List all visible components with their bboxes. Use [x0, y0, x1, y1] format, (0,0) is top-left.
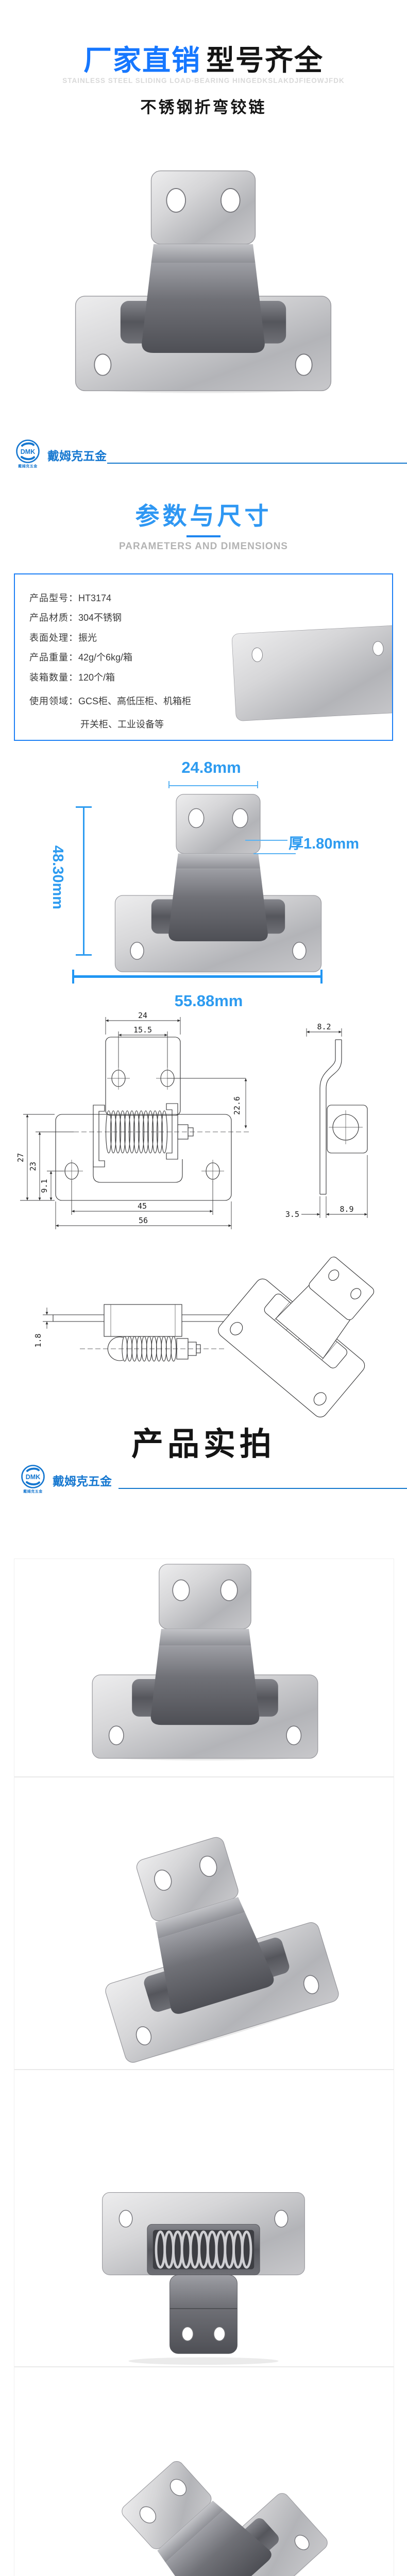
- product-photo-tilted: [93, 1840, 319, 2040]
- logo-text: DMK: [21, 448, 35, 455]
- dmk-logo-icon: DMK: [16, 439, 40, 463]
- dim-front-hole-height: 9.1: [40, 1179, 49, 1193]
- dim-front-top-width: 24: [138, 1011, 147, 1020]
- page-title: 厂家直销型号齐全: [0, 37, 407, 78]
- spec-row-weight: 产品重量：42g/个6kg/箱: [29, 650, 132, 664]
- dim-side-gap-a: 3.5: [285, 1210, 299, 1219]
- dim-front-mid-height: 23: [28, 1162, 38, 1171]
- logo-text: DMK: [26, 1473, 40, 1481]
- logo-caption: 戴姆克五金: [18, 465, 38, 468]
- section-title-underline: [186, 535, 221, 537]
- spec-value: 304不锈钢: [78, 613, 122, 623]
- dim-length-tick-right: [320, 970, 323, 984]
- spec-table: 产品型号：HT3174 产品材质：304不锈钢 表面处理：振光 产品重量：42g…: [14, 573, 393, 741]
- dim-height-tick-top: [76, 806, 92, 808]
- dim-front-total-width: 56: [139, 1216, 148, 1225]
- brand-bar: DMK 戴姆克五金 戴姆克五金: [15, 438, 407, 469]
- product-photo-spring-back: [100, 2189, 307, 2367]
- dim-length-tick-left: [72, 970, 74, 984]
- page-title-highlight: 厂家直销: [83, 44, 201, 76]
- dim-width-label: 24.8mm: [181, 758, 241, 776]
- spec-label: 表面处理：: [29, 633, 78, 643]
- page-title-rest: 型号齐全: [206, 44, 324, 76]
- dim-width-tick-left: [168, 781, 169, 788]
- dim-height-line: [83, 807, 84, 956]
- product-photo-diagonal: [106, 2462, 301, 2576]
- section-title-photos: 产品实拍: [131, 1427, 276, 1462]
- photo-divider: [14, 2069, 394, 2070]
- photo-divider: [14, 1776, 394, 1777]
- spec-plate-photo: [229, 621, 393, 730]
- dim-width-tick-right: [257, 781, 258, 788]
- dim-width-line: [169, 785, 258, 786]
- spec-label: 产品重量：: [29, 652, 78, 663]
- brand-name: 戴姆克五金: [53, 1475, 112, 1488]
- dim-height-tick-bottom: [76, 954, 92, 956]
- dim-thickness-label: 厚1.80mm: [289, 836, 360, 852]
- isometric-view: [218, 1257, 375, 1418]
- spec-label: 产品材质：: [29, 613, 78, 623]
- dim-bottom-thickness: 1.8: [33, 1333, 43, 1347]
- subtitle-chinese: 不锈钢折弯铰链: [140, 98, 267, 116]
- dim-length-label: 55.88mm: [174, 992, 243, 1010]
- brand-bar-2: DMK 戴姆克五金 戴姆克五金: [21, 1463, 407, 1494]
- spec-value: 开关柜、工业设备等: [80, 719, 164, 730]
- spec-value: GCS柜、高低压柜、机箱柜: [78, 696, 192, 706]
- dim-front-hole-span-bottom: 45: [138, 1201, 147, 1211]
- spec-value: 振光: [78, 633, 97, 643]
- spec-label: 使用领域：: [29, 696, 78, 706]
- hero-product-photo: [73, 167, 333, 394]
- dimension-product-photo: [104, 792, 332, 974]
- product-photo-front: [76, 1562, 334, 1760]
- dim-front-hole-span: 15.5: [133, 1025, 152, 1035]
- spec-row-model: 产品型号：HT3174: [29, 591, 111, 604]
- section-title-params: 参数与尺寸: [135, 502, 272, 530]
- brand-divider: [107, 463, 407, 464]
- dim-front-pivot-offset: 22.6: [232, 1096, 242, 1115]
- spec-label: 装箱数量：: [29, 672, 78, 683]
- spec-label: 产品型号：: [29, 593, 78, 603]
- brand-divider: [118, 1488, 407, 1489]
- dim-side-top-width: 8.2: [317, 1022, 331, 1031]
- engineering-drawing: 24 15.5 22.6: [16, 1011, 375, 1418]
- dmk-logo-icon: DMK: [21, 1465, 45, 1488]
- spec-value: 42g/个6kg/箱: [78, 652, 133, 663]
- section-subtitle-params: PARAMETERS AND DIMENSIONS: [119, 541, 288, 552]
- spec-row-packing: 装箱数量：120个/箱: [29, 670, 115, 684]
- dim-height-label: 48.30mm: [49, 845, 66, 910]
- dim-front-total-height: 27: [16, 1153, 25, 1162]
- photo-divider: [14, 2366, 394, 2367]
- dim-length-line: [73, 975, 321, 978]
- logo-caption: 戴姆克五金: [23, 1490, 43, 1494]
- subtitle-english: STAINLESS STEEL SLIDING LOAD-BEARING HIN…: [62, 77, 345, 84]
- spec-row-usage: 使用领域：GCS柜、高低压柜、机箱柜: [29, 694, 191, 707]
- dim-side-gap-b: 8.9: [340, 1205, 353, 1214]
- spec-row-material: 产品材质：304不锈钢: [29, 611, 122, 624]
- dim-thickness-leader-2: [253, 853, 296, 854]
- spec-value: HT3174: [78, 593, 112, 603]
- spec-row-usage-2: 开关柜、工业设备等: [80, 717, 164, 731]
- spec-row-finish: 表面处理：振光: [29, 631, 97, 644]
- dim-thickness-leader-1: [245, 840, 287, 841]
- brand-name: 戴姆克五金: [47, 449, 107, 463]
- spec-value: 120个/箱: [78, 672, 115, 683]
